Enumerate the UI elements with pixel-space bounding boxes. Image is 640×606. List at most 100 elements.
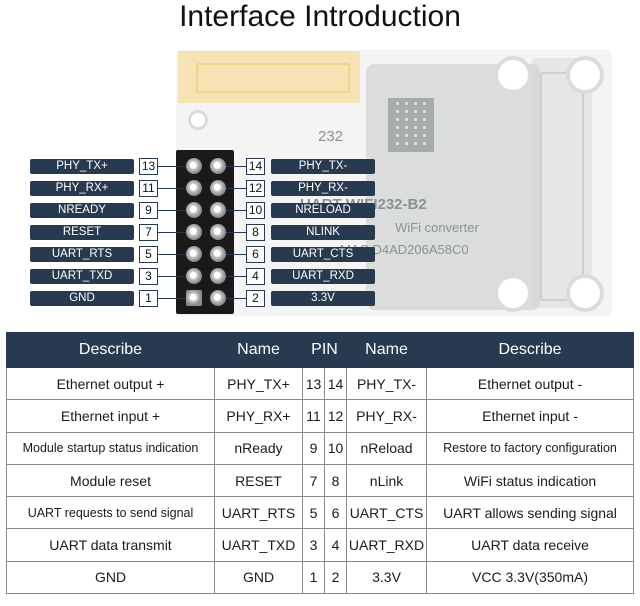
header-pin [210, 158, 226, 174]
cell-name-left: nReady [214, 431, 303, 465]
pin-table: Describe Name PIN Name Describe Ethernet… [6, 332, 635, 595]
pin-label-right: NLINK [271, 225, 375, 240]
cell-pin-right: 12 [323, 399, 348, 433]
board-mark: 232 [318, 128, 344, 145]
antenna [178, 51, 360, 103]
leader-line [158, 188, 186, 189]
cell-pin-right: 8 [323, 463, 348, 498]
cell-pin-left: 7 [302, 463, 325, 498]
leader-line [158, 254, 186, 255]
header-pin [186, 158, 202, 174]
pin-label-left: UART_RTS [30, 247, 134, 262]
cell-pin-left: 5 [302, 496, 325, 530]
qr-code [388, 98, 434, 152]
cell-name-right: UART_CTS [346, 496, 428, 530]
cell-name-right: nLink [346, 463, 428, 498]
cell-describe-right: WiFi status indication [426, 463, 635, 498]
leader-line [158, 298, 186, 299]
page-title: Interface Introduction [179, 0, 461, 33]
pin-label-right: NRELOAD [271, 203, 375, 218]
cell-name-left: GND [214, 560, 303, 595]
header-describe-right: Describe [426, 332, 635, 368]
pin-label-left: NREADY [30, 203, 134, 218]
header-pin [186, 202, 202, 218]
pin-number-right: 12 [246, 180, 265, 197]
header-pin [186, 224, 202, 240]
header-name-right: Name [346, 332, 428, 368]
cell-describe-right: VCC 3.3V(350mA) [426, 560, 635, 595]
cell-describe-right: UART data receive [426, 528, 635, 562]
leader-line [226, 188, 246, 189]
header-pin [210, 268, 226, 284]
pin-label-right: UART_CTS [271, 247, 375, 262]
cell-describe-right: UART allows sending signal [426, 496, 635, 530]
cell-describe-left: UART requests to send signal [6, 496, 215, 530]
cell-describe-left: Module startup status indication [6, 431, 215, 465]
cell-name-left: RESET [214, 463, 303, 498]
pin-number-left: 7 [139, 224, 158, 241]
header-pin [210, 290, 226, 306]
mount-hole [494, 56, 532, 94]
cell-name-left: PHY_TX+ [214, 366, 303, 401]
cell-name-right: PHY_TX- [346, 366, 428, 401]
pin-number-left: 3 [139, 268, 158, 285]
cell-name-right: UART_RXD [346, 528, 428, 562]
header-pin [186, 290, 202, 306]
pin-number-left: 5 [139, 246, 158, 263]
pin-number-right: 8 [246, 224, 265, 241]
leader-line [158, 166, 186, 167]
leader-line [158, 276, 186, 277]
table-header-row: Describe Name PIN Name Describe [6, 332, 635, 368]
mount-hole [494, 274, 532, 312]
header-describe-left: Describe [6, 332, 215, 368]
cell-pin-right: 14 [323, 366, 348, 401]
cell-pin-right: 6 [323, 496, 348, 530]
mount-hole [566, 56, 604, 94]
leader-line [158, 232, 186, 233]
pin-label-left: UART_TXD [30, 269, 134, 284]
pin-number-right: 4 [246, 268, 265, 285]
cell-name-right: 3.3V [346, 560, 428, 595]
header-pin [210, 202, 226, 218]
header-name-left: Name [214, 332, 303, 368]
leader-line [226, 210, 246, 211]
cell-pin-left: 9 [302, 431, 325, 465]
header-pin [186, 268, 202, 284]
cell-pin-left: 11 [302, 399, 325, 433]
cell-pin-left: 1 [302, 560, 325, 595]
cell-name-right: nReload [346, 431, 428, 465]
header-pin [210, 180, 226, 196]
cell-pin-right: 10 [323, 431, 348, 465]
mount-hole [566, 274, 604, 312]
cell-pin-left: 13 [302, 366, 325, 401]
cell-name-left: UART_TXD [214, 528, 303, 562]
header-pin [186, 246, 202, 262]
cell-name-right: PHY_RX- [346, 399, 428, 433]
leader-line [226, 254, 246, 255]
cell-describe-left: Ethernet input + [6, 399, 215, 433]
pin-label-right: UART_RXD [271, 269, 375, 284]
pin-label-left: GND [30, 291, 134, 306]
leader-line [158, 210, 186, 211]
header-pin [210, 224, 226, 240]
cell-name-left: UART_RTS [214, 496, 303, 530]
cell-describe-left: Module reset [6, 463, 215, 498]
pin-number-right: 6 [246, 246, 265, 263]
header-pin: PIN [301, 332, 348, 368]
cell-describe-left: Ethernet output + [6, 366, 215, 401]
pin-label-right: PHY_RX- [271, 181, 375, 196]
leader-line [226, 298, 246, 299]
cell-describe-right: Ethernet input - [426, 399, 635, 433]
pin-label-left: PHY_RX+ [30, 181, 134, 196]
pin-number-left: 11 [139, 180, 158, 197]
pin-number-right: 10 [246, 202, 265, 219]
pin-number-left: 13 [139, 158, 158, 175]
cell-describe-right: Ethernet output - [426, 366, 635, 401]
pin-number-right: 2 [246, 290, 265, 307]
pin-label-right: PHY_TX- [271, 159, 375, 174]
cell-pin-left: 3 [302, 528, 325, 562]
leader-line [226, 232, 246, 233]
